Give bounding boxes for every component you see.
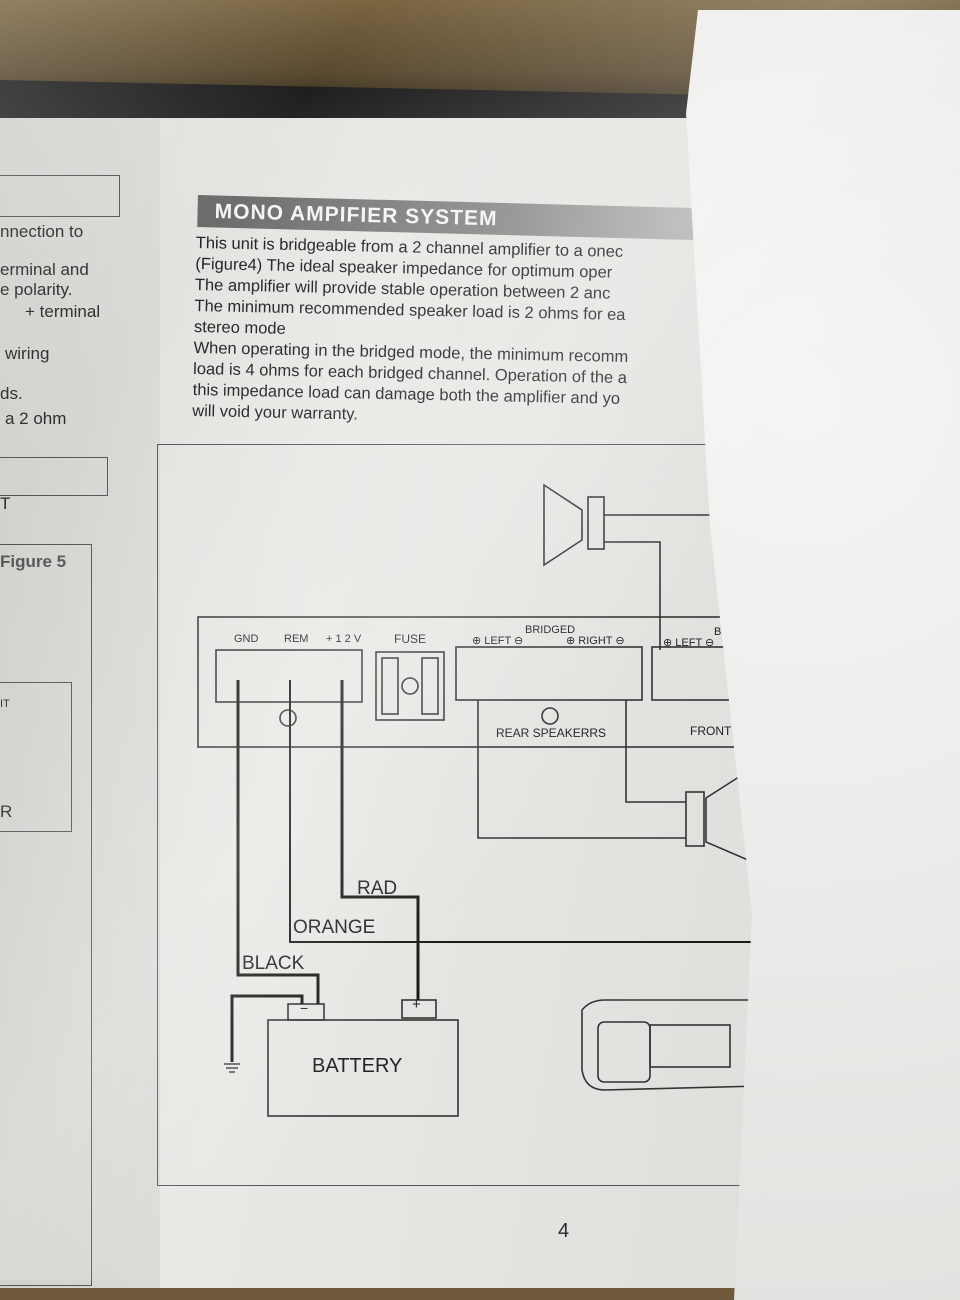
red-wire-label: RAD bbox=[357, 878, 398, 899]
battery-negative-label: − bbox=[300, 1000, 309, 1016]
figure5-label: IT bbox=[0, 698, 10, 710]
left-page-line: erminal and bbox=[0, 260, 89, 279]
black-ground-wire bbox=[236, 680, 320, 1004]
figure5-caption: Figure 5 bbox=[0, 552, 67, 571]
battery-label: BATTERY bbox=[312, 1055, 403, 1077]
orange-remote-wire bbox=[289, 680, 760, 943]
left-page-line: + terminal bbox=[25, 302, 101, 321]
12v-terminal-label: + 1 2 V bbox=[326, 633, 362, 645]
figure5-amp-box bbox=[0, 682, 72, 832]
front-speakers-label: FRONT S bbox=[690, 724, 743, 738]
battery-body bbox=[267, 1019, 459, 1117]
gnd-terminal-label: GND bbox=[234, 633, 259, 645]
fuse-holder bbox=[375, 651, 445, 721]
rear-speaker-terminal-block bbox=[455, 646, 643, 701]
bridged-label: BRIDGED bbox=[525, 624, 576, 636]
left-page-line: T bbox=[0, 494, 11, 513]
left-page-line: a 2 ohm bbox=[5, 409, 67, 428]
head-unit-icon bbox=[581, 999, 761, 1091]
black-wire-label: BLACK bbox=[242, 953, 305, 974]
red-power-wire bbox=[340, 680, 420, 1000]
left-page-box-mid bbox=[0, 457, 108, 496]
battery-positive-label: + bbox=[412, 996, 421, 1013]
left-page-line: ds. bbox=[0, 384, 23, 403]
wiring-diagram-frame bbox=[157, 444, 758, 1186]
left-page-line: nnection to bbox=[0, 222, 84, 241]
front-left-channel-label: ⊕ LEFT ⊖ bbox=[663, 637, 715, 649]
battery-negative-terminal bbox=[287, 1003, 325, 1021]
left-page-box-top bbox=[0, 175, 120, 217]
page-number: 4 bbox=[558, 1220, 570, 1242]
orange-wire-label: ORANGE bbox=[293, 917, 376, 938]
right-channel-label: ⊕ RIGHT ⊖ bbox=[566, 635, 625, 647]
left-manual-page bbox=[0, 118, 160, 1288]
left-channel-label: ⊕ LEFT ⊖ bbox=[472, 635, 524, 647]
rear-speakers-label: REAR SPEAKERRS bbox=[496, 726, 607, 740]
left-page-line: e polarity. bbox=[0, 280, 73, 299]
rem-terminal-label: REM bbox=[284, 633, 309, 645]
front-speaker-icon bbox=[543, 483, 583, 567]
left-page-line: wiring bbox=[5, 344, 50, 363]
fuse-label: FUSE bbox=[394, 632, 427, 646]
figure5-label: R bbox=[0, 802, 13, 821]
